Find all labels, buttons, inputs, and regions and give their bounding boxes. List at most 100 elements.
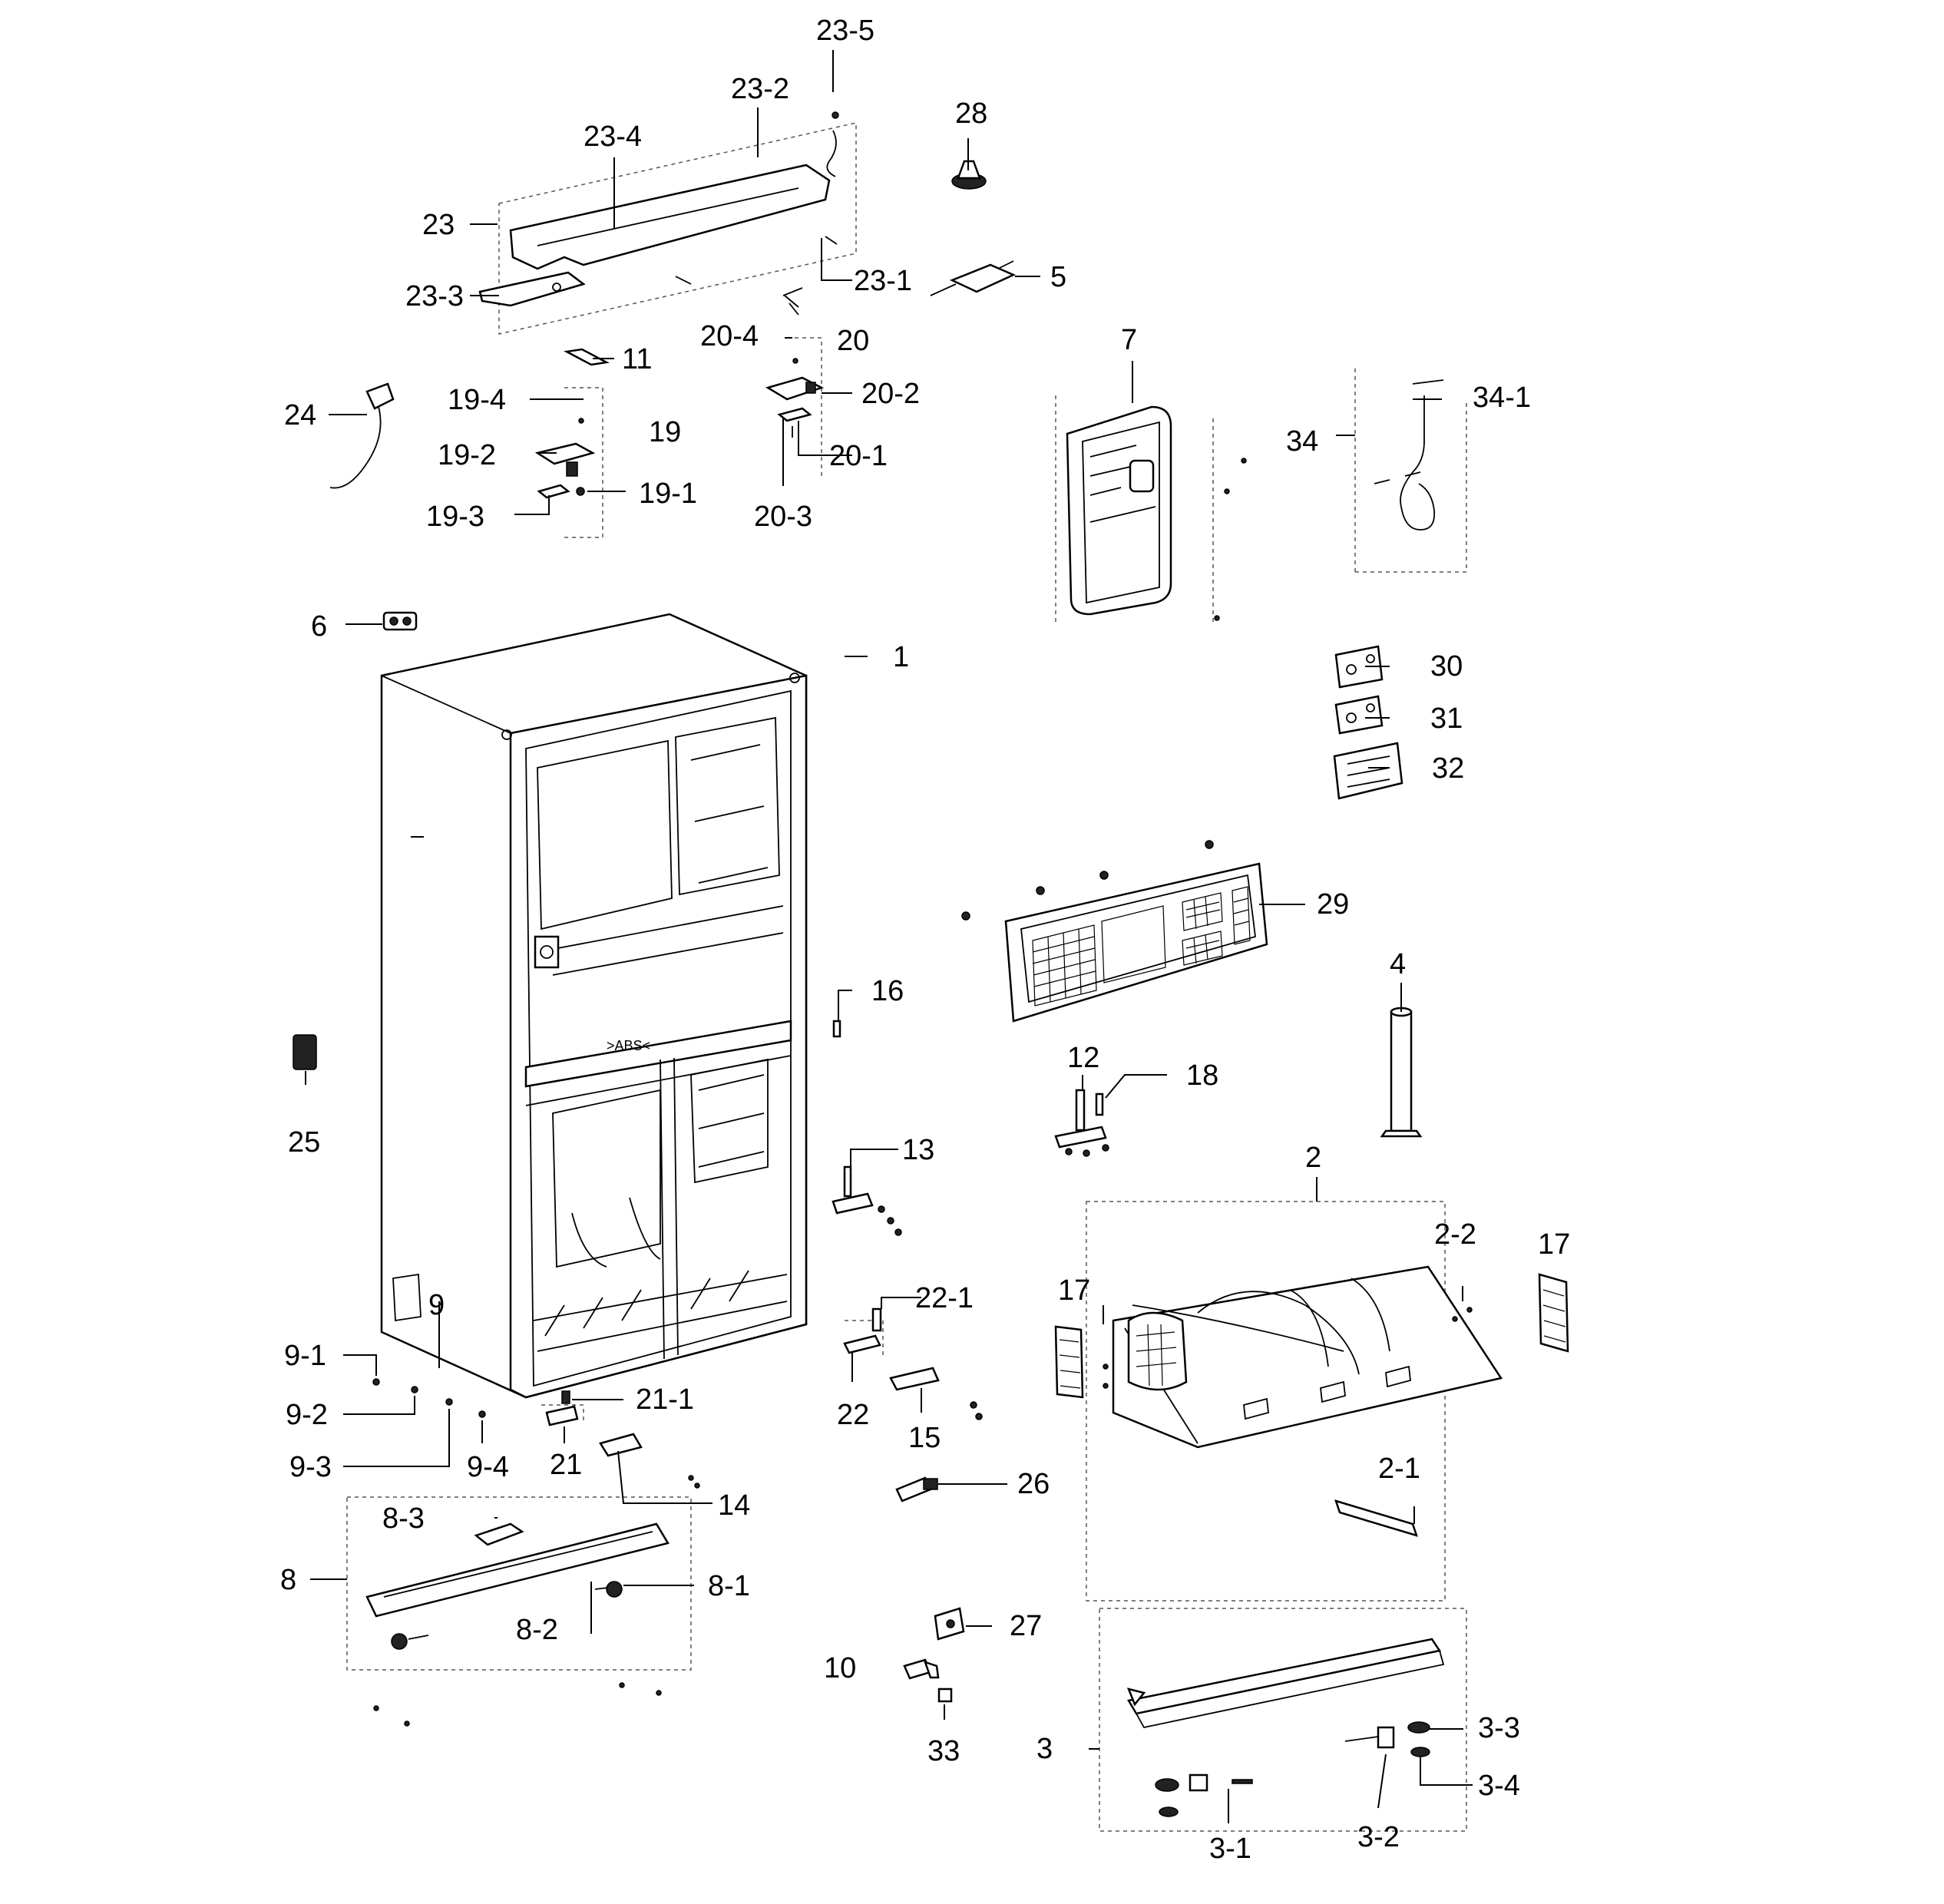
label-10: 10 [824, 1652, 856, 1684]
label-19: 19 [649, 416, 681, 448]
label-8-3: 8-3 [382, 1502, 425, 1535]
part-29-back-cover [961, 840, 1268, 1023]
label-30: 30 [1430, 650, 1463, 683]
label-24: 24 [284, 399, 316, 431]
part-13-hinge [831, 1165, 902, 1236]
label-20-2: 20-2 [861, 378, 920, 410]
part-24-power-cord [329, 382, 395, 489]
label-17-right: 17 [1538, 1228, 1570, 1261]
label-23-2: 23-2 [731, 73, 789, 105]
label-29: 29 [1317, 888, 1349, 921]
label-13: 13 [902, 1134, 934, 1166]
label-15: 15 [908, 1422, 941, 1454]
label-17-left: 17 [1058, 1274, 1090, 1307]
label-3-4: 3-4 [1478, 1770, 1520, 1802]
part-1-cabinet: >ABS< [380, 613, 808, 1399]
label-21: 21 [550, 1449, 582, 1481]
part-2-machine-compartment [1086, 1201, 1503, 1602]
part-11-pin [564, 348, 610, 366]
part-30-control-board [1334, 645, 1384, 689]
label-33: 33 [927, 1735, 960, 1767]
label-2-1: 2-1 [1378, 1453, 1420, 1485]
label-22: 22 [837, 1399, 869, 1431]
label-4: 4 [1390, 948, 1406, 980]
label-8-2: 8-2 [516, 1614, 558, 1646]
label-9-4: 9-4 [467, 1451, 509, 1483]
part-15-bracket [889, 1367, 983, 1420]
part-17-grille-right [1538, 1273, 1569, 1353]
part-3-base-rail [1099, 1608, 1467, 1832]
part-22-hinge [843, 1307, 884, 1359]
label-3-1: 3-1 [1209, 1833, 1251, 1865]
cabinet-abs-marking: >ABS< [607, 1038, 650, 1053]
part-20-hinge-assembly [765, 287, 825, 476]
part-5-bracket [930, 260, 1017, 296]
part-12-hinge [1054, 1089, 1109, 1157]
label-23-1: 23-1 [854, 265, 912, 297]
label-19-1: 19-1 [639, 478, 697, 510]
label-2-2: 2-2 [1434, 1218, 1476, 1251]
label-18: 18 [1186, 1059, 1218, 1092]
part-4-tube [1380, 1007, 1423, 1138]
part-16-pin [832, 1020, 841, 1038]
part-6-switch [382, 611, 418, 631]
part-31-control-board [1334, 695, 1384, 735]
label-5: 5 [1050, 261, 1066, 293]
label-25: 25 [288, 1126, 320, 1159]
part-10-fitting [903, 1658, 940, 1680]
label-16: 16 [871, 975, 904, 1007]
label-9-1: 9-1 [284, 1340, 326, 1372]
label-11: 11 [622, 343, 652, 375]
leader-lines [305, 50, 1473, 1823]
label-3-3: 3-3 [1478, 1712, 1520, 1744]
part-33-fitting [937, 1687, 953, 1703]
part-17-grille-left [1054, 1325, 1084, 1399]
label-23: 23 [422, 209, 455, 241]
part-19-hinge-assembly [534, 387, 603, 538]
part-21-hinge [541, 1390, 584, 1426]
label-9-2: 9-2 [286, 1399, 328, 1431]
label-20: 20 [837, 325, 869, 357]
part-27-bracket [934, 1607, 965, 1641]
label-19-4: 19-4 [448, 384, 506, 416]
label-21-1: 21-1 [636, 1383, 694, 1416]
part-7-panel [1055, 395, 1247, 626]
label-20-1: 20-1 [829, 440, 888, 472]
label-34: 34 [1286, 425, 1318, 458]
label-8: 8 [280, 1564, 296, 1596]
part-25-part [293, 1034, 317, 1070]
label-1: 1 [893, 641, 909, 673]
label-23-4: 23-4 [584, 121, 642, 153]
part-labels: 23-5 23-2 23-4 23 23-3 23-1 28 5 11 20-4… [280, 15, 1570, 1865]
label-23-3: 23-3 [405, 280, 464, 312]
label-6: 6 [311, 610, 327, 643]
label-23-5: 23-5 [816, 15, 874, 47]
label-34-1: 34-1 [1473, 382, 1531, 414]
part-14-bracket [599, 1433, 700, 1489]
label-7: 7 [1121, 324, 1137, 356]
part-2-1-cover [1334, 1499, 1418, 1537]
part-8-base-cover [346, 1496, 692, 1727]
part-32-main-board [1333, 742, 1403, 800]
part-34-heater-assembly [1354, 369, 1467, 573]
label-26: 26 [1017, 1468, 1050, 1500]
label-3: 3 [1036, 1733, 1053, 1765]
label-19-3: 19-3 [426, 501, 484, 533]
label-28: 28 [955, 98, 987, 130]
label-3-2: 3-2 [1357, 1821, 1400, 1853]
label-27: 27 [1010, 1610, 1042, 1642]
label-9-3: 9-3 [289, 1451, 332, 1483]
part-26-valve [895, 1476, 938, 1502]
label-8-1: 8-1 [708, 1570, 750, 1602]
label-2: 2 [1305, 1142, 1321, 1174]
part-23-top-plate-assembly [478, 111, 857, 335]
label-19-2: 19-2 [438, 439, 496, 471]
label-14: 14 [718, 1489, 750, 1522]
label-20-3: 20-3 [754, 501, 812, 533]
label-31: 31 [1430, 702, 1463, 735]
label-20-4: 20-4 [700, 320, 759, 352]
label-32: 32 [1432, 752, 1464, 785]
part-9-fasteners [372, 1378, 486, 1418]
label-22-1: 22-1 [915, 1282, 974, 1314]
label-12: 12 [1067, 1042, 1099, 1074]
